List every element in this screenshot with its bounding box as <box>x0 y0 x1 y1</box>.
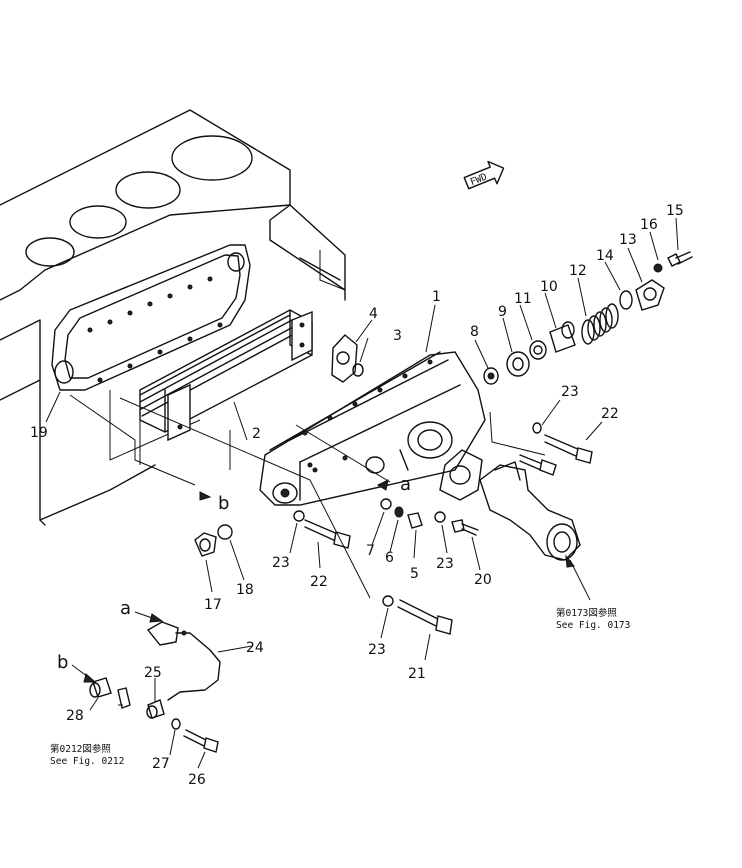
bolt-15 <box>667 251 693 267</box>
part-label-2: 2 <box>252 426 261 442</box>
cooler-cover-1 <box>259 351 486 506</box>
part-label-26: 26 <box>188 772 206 788</box>
connector-a-top: a <box>400 474 411 495</box>
part-label-16: 16 <box>640 217 658 233</box>
washer-23-upper <box>532 422 542 434</box>
ring-9 <box>506 351 530 377</box>
part-label-3: 3 <box>393 328 402 344</box>
part-label-24: 24 <box>246 640 264 656</box>
part-label-23-a: 23 <box>272 555 290 571</box>
connector-b-bottom: b <box>57 652 68 673</box>
part-label-28: 28 <box>66 708 84 724</box>
connector-a-bottom: a <box>120 598 131 619</box>
sensor-25 <box>146 699 165 719</box>
connector-28 <box>89 677 112 698</box>
part-label-4: 4 <box>369 306 378 322</box>
part-label-7: 7 <box>366 543 375 559</box>
washer-23-a <box>293 510 305 522</box>
gasket-4 <box>331 334 358 383</box>
cooler-element-2 <box>139 309 313 442</box>
engine-block <box>0 109 346 526</box>
plug-17 <box>194 532 217 557</box>
part-label-10: 10 <box>540 279 558 295</box>
part-label-15: 15 <box>666 203 684 219</box>
fig0212-jp: 第0212図参照 <box>50 743 111 755</box>
part-label-17: 17 <box>204 597 222 613</box>
thermostat-parts <box>483 251 693 385</box>
arrow-from-b-bottom <box>71 664 97 683</box>
o-ring-18 <box>217 524 233 540</box>
arrow-to-a <box>376 479 389 491</box>
seal-11 <box>529 340 547 360</box>
part-label-23-b: 23 <box>436 556 454 572</box>
part-label-13: 13 <box>619 232 637 248</box>
gasket-elbow <box>439 449 483 501</box>
part-label-9: 9 <box>498 304 507 320</box>
gasket-8 <box>483 367 499 385</box>
washer-23-b <box>434 511 446 523</box>
arrow-to-b <box>199 491 212 501</box>
part-label-19: 19 <box>30 425 48 441</box>
fig-0173-reference: 第0173図参照 See Fig. 0173 <box>556 607 630 631</box>
bolt-22-lower <box>304 519 351 549</box>
washer-7 <box>380 498 392 510</box>
arrow-to-fig0173 <box>565 554 591 601</box>
part-label-25: 25 <box>144 665 162 681</box>
part-label-27: 27 <box>152 756 170 772</box>
bracket-28 <box>117 687 131 709</box>
fig0173-jp: 第0173図参照 <box>556 607 617 619</box>
part-label-1: 1 <box>432 289 441 305</box>
washer-6 <box>394 506 404 518</box>
leader-lines <box>45 217 679 769</box>
washer-23-c <box>382 595 394 607</box>
part-label-22-lower: 22 <box>310 574 328 590</box>
part-label-5: 5 <box>410 566 419 582</box>
thermostat-10 <box>549 321 576 353</box>
bolt-21 <box>397 599 453 635</box>
part-label-8: 8 <box>470 324 479 340</box>
bolt-22-upper <box>544 434 593 464</box>
washer-16 <box>653 263 663 273</box>
nut-5 <box>407 512 423 529</box>
fig0212-en: See Fig. 0212 <box>50 756 124 767</box>
part-label-21: 21 <box>408 666 426 682</box>
part-label-11: 11 <box>514 291 532 307</box>
sensor-24 <box>146 621 221 701</box>
part-label-23-c: 23 <box>368 642 386 658</box>
part-labels: 1 2 3 4 5 6 7 8 9 10 11 12 13 14 15 16 1… <box>30 203 684 788</box>
o-ring-14 <box>619 290 633 310</box>
part-label-23-d: 23 <box>561 384 579 400</box>
washer-27 <box>171 718 181 730</box>
water-elbow <box>479 461 581 561</box>
stud-right <box>519 454 557 476</box>
part-label-14: 14 <box>596 248 614 264</box>
bolt-26 <box>183 729 219 753</box>
fwd-arrow-icon: FWD <box>463 160 505 190</box>
connector-lines <box>69 394 546 599</box>
bolt-20 <box>451 519 479 536</box>
cover-13 <box>635 279 665 311</box>
fig-0212-reference: 第0212図参照 See Fig. 0212 <box>50 743 124 767</box>
part-label-12: 12 <box>569 263 587 279</box>
spring-12 <box>581 303 619 345</box>
part-label-20: 20 <box>474 572 492 588</box>
o-ring-3 <box>352 363 364 377</box>
connector-b-top: b <box>218 493 229 514</box>
arrow-from-a-bottom <box>134 611 164 623</box>
gasket-19 <box>51 244 251 391</box>
part-label-6: 6 <box>385 550 394 566</box>
part-label-18: 18 <box>236 582 254 598</box>
fig0173-en: See Fig. 0173 <box>556 620 630 631</box>
part-label-22-upper: 22 <box>601 406 619 422</box>
